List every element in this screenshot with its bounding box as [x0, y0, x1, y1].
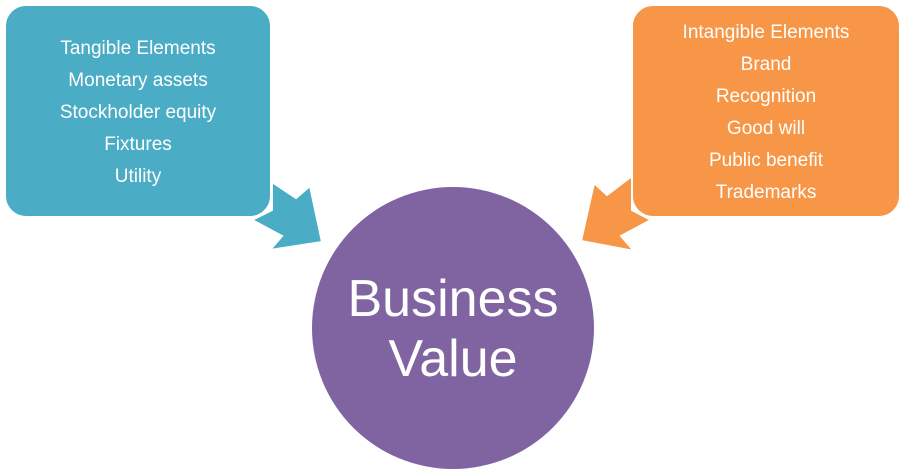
tangible-elements-box: Tangible Elements Monetary assets Stockh…	[4, 4, 272, 218]
left-arrow-icon	[249, 180, 324, 252]
center-label-line-2: Value	[388, 330, 518, 388]
intangible-item: Good will	[726, 118, 806, 139]
intangible-item: Recognition	[715, 86, 817, 107]
intangible-elements-box: Intangible Elements Brand Recognition Go…	[631, 4, 901, 218]
tangible-item: Monetary assets	[68, 70, 208, 91]
business-value-circle: Business Value	[312, 187, 594, 469]
right-arrow-icon	[579, 173, 654, 253]
center-label-line-1: Business	[347, 270, 559, 328]
intangible-item: Trademarks	[715, 182, 817, 203]
intangible-heading: Intangible Elements	[682, 22, 850, 43]
intangible-item: Brand	[740, 54, 792, 75]
tangible-item: Utility	[114, 166, 162, 187]
tangible-item: Stockholder equity	[59, 102, 217, 123]
tangible-item: Fixtures	[104, 134, 172, 155]
intangible-item: Public benefit	[708, 150, 824, 171]
tangible-heading: Tangible Elements	[60, 38, 216, 59]
